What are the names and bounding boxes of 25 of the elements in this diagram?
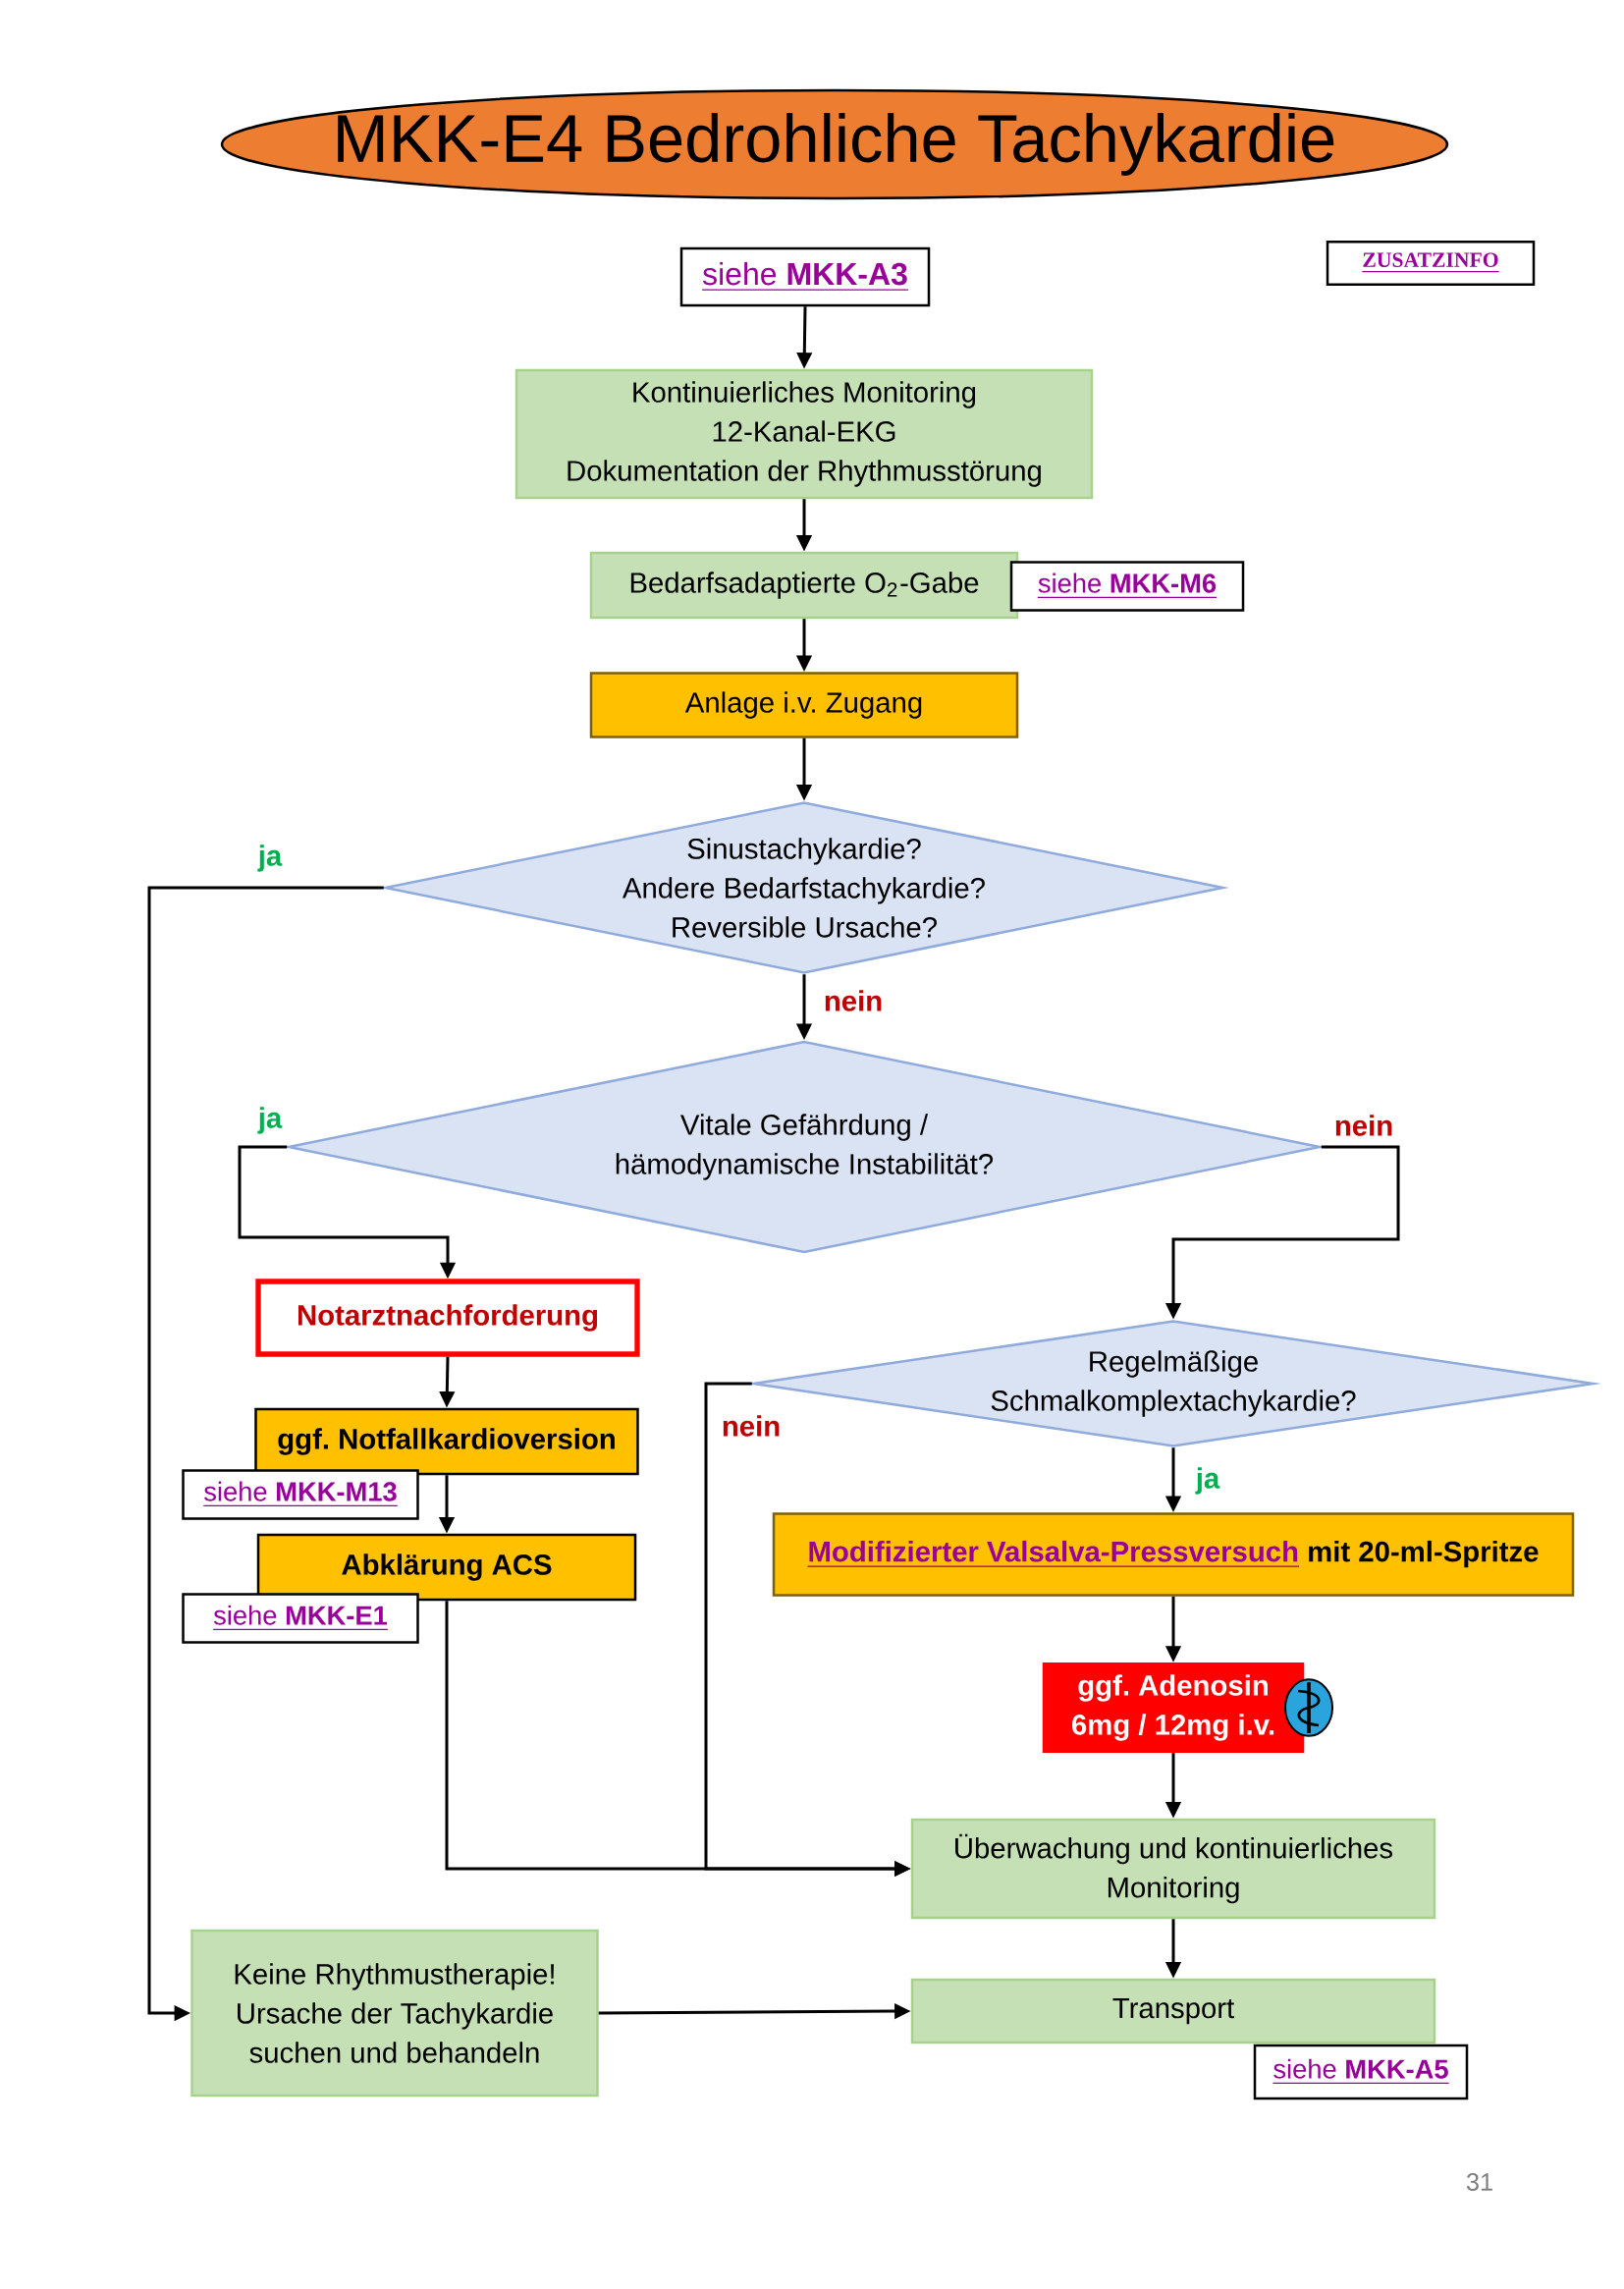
alert-box: Notarztnachforderung bbox=[255, 1279, 640, 1357]
link-box: siehe MKK-M13 bbox=[182, 1469, 419, 1520]
medication-box: ggf. Adenosin 6mg / 12mg i.v. bbox=[1042, 1662, 1305, 1754]
process-box: Kontinuierliches Monitoring 12-Kanal-EKG Dokumentation der Rhythmusstörung bbox=[514, 368, 1094, 500]
process-box: Anlage i.v. Zugang bbox=[589, 672, 1019, 738]
process-box: Keine Rhythmustherapie! Ursache der Tachykardie suchen und behandeln bbox=[190, 1929, 599, 2098]
edge-label: ja bbox=[254, 842, 286, 875]
link-box: siehe MKK-E1 bbox=[182, 1593, 419, 1644]
process-box: Modifizierter Valsalva-Pressversuch mit 20-ml-Spritze bbox=[772, 1512, 1575, 1597]
process-box: Transport bbox=[910, 1978, 1436, 2044]
link-box: ZUSATZINFO bbox=[1326, 241, 1536, 286]
edge-label: ja bbox=[254, 1104, 286, 1137]
process-box: Bedarfsadaptierte O$_{2}$-Gabe bbox=[589, 551, 1019, 620]
edge-label: nein bbox=[718, 1411, 785, 1441]
process-box: Überwachung und kontinuierliches Monitoring bbox=[910, 1818, 1436, 1920]
process-box: ggf. Notfallkardioversion bbox=[254, 1407, 639, 1476]
edge-label: ja bbox=[1192, 1464, 1223, 1498]
edge-label: nein bbox=[820, 986, 887, 1015]
page-number: 31 bbox=[1466, 2173, 1492, 2191]
title-banner: MKK-E4 Bedrohliche Tachykardie bbox=[220, 88, 1449, 200]
link-box: siehe MKK-A3 bbox=[679, 246, 931, 307]
process-box: Abklärung ACS bbox=[256, 1533, 637, 1602]
link-box: siehe MKK-M6 bbox=[1009, 561, 1245, 612]
link-box: siehe MKK-A5 bbox=[1253, 2044, 1469, 2100]
edge-label: nein bbox=[1330, 1111, 1397, 1140]
